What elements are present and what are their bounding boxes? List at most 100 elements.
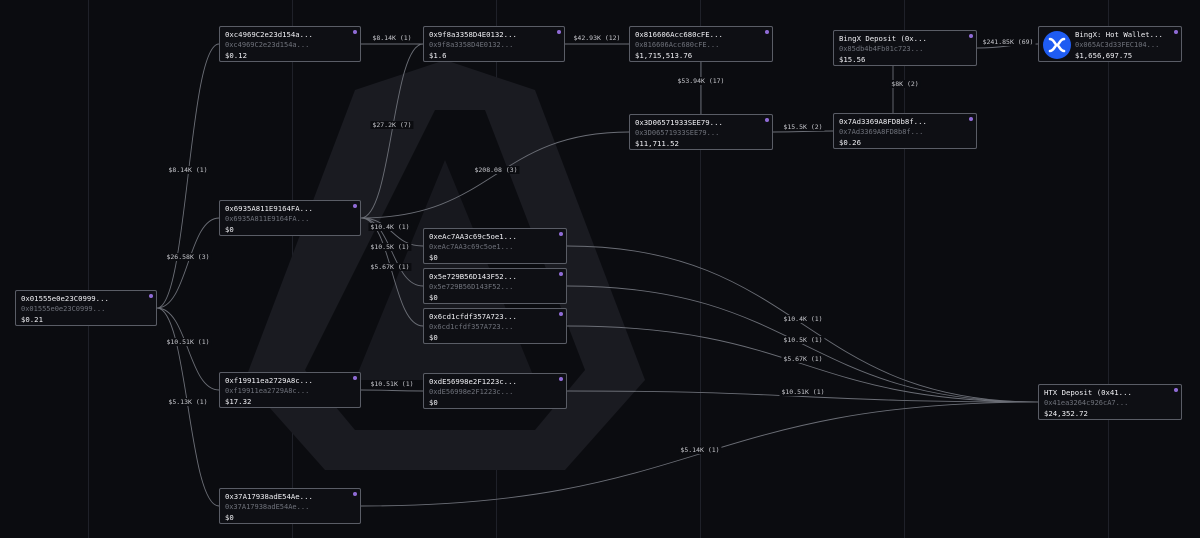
edge-amount-label: $53.94K (17) (675, 77, 727, 85)
node-menu-dot-icon[interactable] (149, 294, 153, 298)
node-balance: $15.56 (839, 55, 866, 64)
edge-amount-label: $5.67K (1) (368, 263, 412, 271)
edge-amount-label: $42.93K (12) (571, 34, 623, 42)
node-balance: $17.32 (225, 397, 252, 406)
edge-amount-label: $5.67K (1) (781, 355, 825, 363)
transfer-edge-src-c4969[interactable] (156, 43, 220, 309)
address-node-f199[interactable]: 0xf19911ea2729A8c...0xf19911ea2729A8c...… (219, 372, 361, 408)
node-menu-dot-icon[interactable] (353, 30, 357, 34)
node-address: 0x37A17938adE54Ae... (225, 503, 310, 511)
node-address: 0x065AC3d33FEC104... (1075, 41, 1160, 49)
edge-amount-label: $10.51K (1) (779, 388, 827, 396)
node-balance: $0 (225, 225, 234, 234)
node-address: 0x6935A811E9164FA... (225, 215, 310, 223)
node-address: 0x9f8a3358D4E0132... (429, 41, 514, 49)
address-node-n9f8[interactable]: 0x9f8a3358D4E0132...0x9f8a3358D4E0132...… (423, 26, 565, 62)
address-node-src[interactable]: 0x01555e0e23C0999...0x01555e0e23C0999...… (15, 290, 157, 326)
transfer-edge-f935-eac7[interactable] (360, 217, 424, 247)
transfer-edge-a37-htx[interactable] (360, 401, 1039, 507)
edge-amount-label: $10.5K (1) (368, 243, 412, 251)
transfer-edge-eac7-htx[interactable] (566, 245, 1039, 403)
node-label: 0xdE56998e2F1223c... (429, 377, 517, 386)
transfer-edge-f935-c6d1[interactable] (360, 217, 424, 327)
node-address: 0x41ea3264c926cA7... (1044, 399, 1129, 407)
transfer-edge-de56-htx[interactable] (566, 390, 1039, 403)
node-menu-dot-icon[interactable] (353, 492, 357, 496)
node-address: 0x6cd1cfdf357A723... (429, 323, 514, 331)
transfer-edge-f935-e729[interactable] (360, 217, 424, 287)
edge-amount-label: $27.2K (7) (370, 121, 414, 129)
address-node-d06[interactable]: 0x3D06571933SEE79...0x3D06571933SEE79...… (629, 114, 773, 150)
address-node-e729[interactable]: 0x5e729B56D143F52...0x5e729B56D143F52...… (423, 268, 567, 304)
transfer-edge-d06-ad33[interactable] (772, 130, 834, 133)
address-node-c4969[interactable]: 0xc4969C2e23d154a...0xc4969C2e23d154a...… (219, 26, 361, 62)
address-node-bingxdep[interactable]: BingX Deposit (0x...0x85db4b4Fb01c723...… (833, 30, 977, 66)
address-node-eac7[interactable]: 0xeAc7AA3c69c5oe1...0xeAc7AA3c69c5oe1...… (423, 228, 567, 264)
node-menu-dot-icon[interactable] (765, 118, 769, 122)
node-balance: $0.21 (21, 315, 43, 324)
address-node-b16[interactable]: 0x816606Acc680cFE... 0x816606Acc680cFE...… (629, 26, 773, 62)
address-node-f935[interactable]: 0x6935A811E9164FA... 0x6935A811E9164FA...… (219, 200, 361, 236)
transfer-edge-src-f199[interactable] (156, 307, 220, 391)
node-label: BingX: Hot Wallet... (1075, 30, 1163, 39)
address-node-htx[interactable]: HTX Deposit (0x41...0x41ea3264c926cA7...… (1038, 384, 1182, 420)
node-menu-dot-icon[interactable] (1174, 388, 1178, 392)
node-balance: $0.26 (839, 138, 861, 147)
node-menu-dot-icon[interactable] (559, 232, 563, 236)
edge-amount-label: $5.14K (1) (678, 446, 722, 454)
node-label: 0x37A17938adE54Ae... (225, 492, 313, 501)
node-menu-dot-icon[interactable] (765, 30, 769, 34)
node-menu-dot-icon[interactable] (353, 204, 357, 208)
transfer-edge-f935-d06[interactable] (360, 131, 630, 219)
transfer-edge-e729-htx[interactable] (566, 285, 1039, 403)
node-address: 0x85db4b4Fb01c723... (839, 45, 924, 53)
edge-amount-label: $208.08 (3) (472, 166, 520, 174)
node-menu-dot-icon[interactable] (557, 30, 561, 34)
node-balance: $0 (429, 293, 438, 302)
node-menu-dot-icon[interactable] (559, 312, 563, 316)
address-node-ad33[interactable]: 0x7Ad3369A8FD8b8f...0x7Ad3369A8FD8b8f...… (833, 113, 977, 149)
grid-column-line (904, 0, 905, 538)
node-menu-dot-icon[interactable] (969, 117, 973, 121)
node-label: 0x816606Acc680cFE... (635, 30, 723, 39)
node-label: 0x6cd1cfdf357A723... (429, 312, 517, 321)
address-node-a37[interactable]: 0x37A17938adE54Ae... 0x37A17938adE54Ae...… (219, 488, 361, 524)
address-node-bingxhot[interactable]: BingX: Hot Wallet... 0x065AC3d33FEC104...… (1038, 26, 1182, 62)
edge-amount-label: $5.13K (1) (166, 398, 210, 406)
edge-amount-label: $26.58K (3) (164, 253, 212, 261)
node-menu-dot-icon[interactable] (969, 34, 973, 38)
node-address: 0xdE56998e2F1223c... (429, 388, 514, 396)
address-node-de56[interactable]: 0xdE56998e2F1223c... 0xdE56998e2F1223c...… (423, 373, 567, 409)
node-label: 0x01555e0e23C0999... (21, 294, 109, 303)
node-address: 0x3D06571933SEE79... (635, 129, 720, 137)
transfer-edge-src-f935[interactable] (156, 217, 220, 309)
node-address: 0xc4969C2e23d154a... (225, 41, 310, 49)
node-menu-dot-icon[interactable] (559, 377, 563, 381)
edge-amount-label: $8K (2) (889, 80, 921, 88)
node-balance: $0 (225, 513, 234, 522)
edge-amount-label: $10.5K (1) (781, 336, 825, 344)
node-menu-dot-icon[interactable] (353, 376, 357, 380)
node-address: 0xeAc7AA3c69c5oe1... (429, 243, 514, 251)
transfer-edge-src-a37[interactable] (156, 307, 220, 507)
edge-amount-label: $10.51K (1) (368, 380, 416, 388)
grid-column-line (1108, 0, 1109, 538)
node-menu-dot-icon[interactable] (559, 272, 563, 276)
transfer-edge-f199-de56[interactable] (360, 389, 424, 392)
node-balance: $0 (429, 253, 438, 262)
node-menu-dot-icon[interactable] (1174, 30, 1178, 34)
node-address: 0x7Ad3369A8FD8b8f... (839, 128, 924, 136)
address-node-c6d1[interactable]: 0x6cd1cfdf357A723... 0x6cd1cfdf357A723...… (423, 308, 567, 344)
node-balance: $0 (429, 333, 438, 342)
grid-column-line (700, 0, 701, 538)
node-label: 0xf19911ea2729A8c... (225, 376, 313, 385)
node-address: 0x5e729B56D143F52... (429, 283, 514, 291)
edge-amount-label: $15.5K (2) (781, 123, 825, 131)
node-label: 0x6935A811E9164FA... (225, 204, 313, 213)
transfer-edge-c6d1-htx[interactable] (566, 325, 1039, 403)
edge-amount-label: $10.51K (1) (164, 338, 212, 346)
node-address: 0x816606Acc680cFE... (635, 41, 720, 49)
node-balance: $24,352.72 (1044, 409, 1088, 418)
transfer-edge-f935-n9f8[interactable] (360, 43, 424, 219)
